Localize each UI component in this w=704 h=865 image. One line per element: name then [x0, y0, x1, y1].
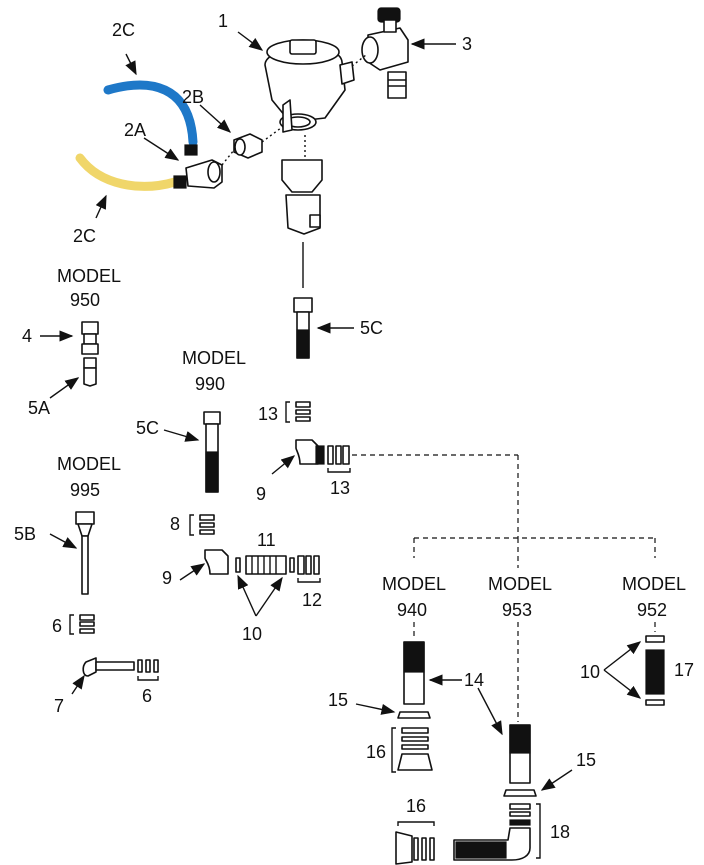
label-15-b: 15: [576, 750, 596, 770]
label-2c-bottom: 2C: [73, 226, 96, 246]
label-2b: 2B: [182, 87, 204, 107]
label-16-b: 16: [406, 796, 426, 816]
label-6-left: 6: [52, 616, 62, 636]
label-15-a: 15: [328, 690, 348, 710]
label-7: 7: [54, 696, 64, 716]
model-950-word: MODEL: [57, 266, 121, 286]
label-10-middle: 10: [242, 624, 262, 644]
elbow-9-right: [295, 439, 350, 465]
model-990-word: MODEL: [182, 348, 246, 368]
model-952-number: 952: [637, 600, 667, 620]
label-16-a: 16: [366, 742, 386, 762]
model-940-number: 940: [397, 600, 427, 620]
label-17: 17: [674, 660, 694, 680]
blue-supply-hose: [103, 80, 198, 147]
model-995-word: MODEL: [57, 454, 121, 474]
model-950-parts: [81, 321, 99, 387]
label-5a: 5A: [28, 398, 50, 418]
model-940-parts: [397, 641, 433, 771]
model-952-parts: [645, 635, 665, 706]
vacuum-breaker-assembly: [281, 159, 323, 235]
model-990-number: 990: [195, 374, 225, 394]
label-4: 4: [22, 326, 32, 346]
label-14-a: 14: [464, 670, 484, 690]
adapter-2b: [233, 133, 263, 159]
label-5b: 5B: [14, 524, 36, 544]
flushometer-valve-body: [264, 39, 355, 133]
label-1: 1: [218, 11, 228, 31]
model-953-parts: [395, 724, 537, 865]
label-5c-lower: 5C: [136, 418, 159, 438]
label-12: 12: [302, 590, 322, 610]
label-9-right: 9: [256, 484, 266, 504]
model-940-word: MODEL: [382, 574, 446, 594]
nut-set-13-upper: [295, 401, 311, 422]
tee-fitting-2a: [173, 144, 223, 189]
model-953-word: MODEL: [488, 574, 552, 594]
label-11: 11: [257, 530, 276, 550]
label-6-bottom: 6: [142, 686, 152, 706]
label-2a: 2A: [124, 120, 146, 140]
leader-arrows: [40, 31, 642, 791]
model-995-number: 995: [70, 480, 100, 500]
grouping-brackets: [69, 401, 541, 859]
label-3: 3: [462, 34, 472, 54]
label-18: 18: [550, 822, 570, 842]
control-stop-valve-3: [361, 7, 409, 99]
label-5c-upper: 5C: [360, 318, 383, 338]
model-952-word: MODEL: [622, 574, 686, 594]
label-13-upper: 13: [258, 404, 278, 424]
label-8: 8: [170, 514, 180, 534]
yellow-supply-hose: [75, 153, 180, 191]
label-9-left: 9: [162, 568, 172, 588]
label-10-right: 10: [580, 662, 600, 682]
model-950-number: 950: [70, 290, 100, 310]
label-13-lower: 13: [330, 478, 350, 498]
flush-tube-5c-upper: [293, 297, 313, 359]
model-995-parts: [75, 511, 159, 677]
label-2c-top: 2C: [112, 20, 135, 40]
model-990-parts: [199, 411, 320, 575]
model-953-number: 953: [502, 600, 532, 620]
